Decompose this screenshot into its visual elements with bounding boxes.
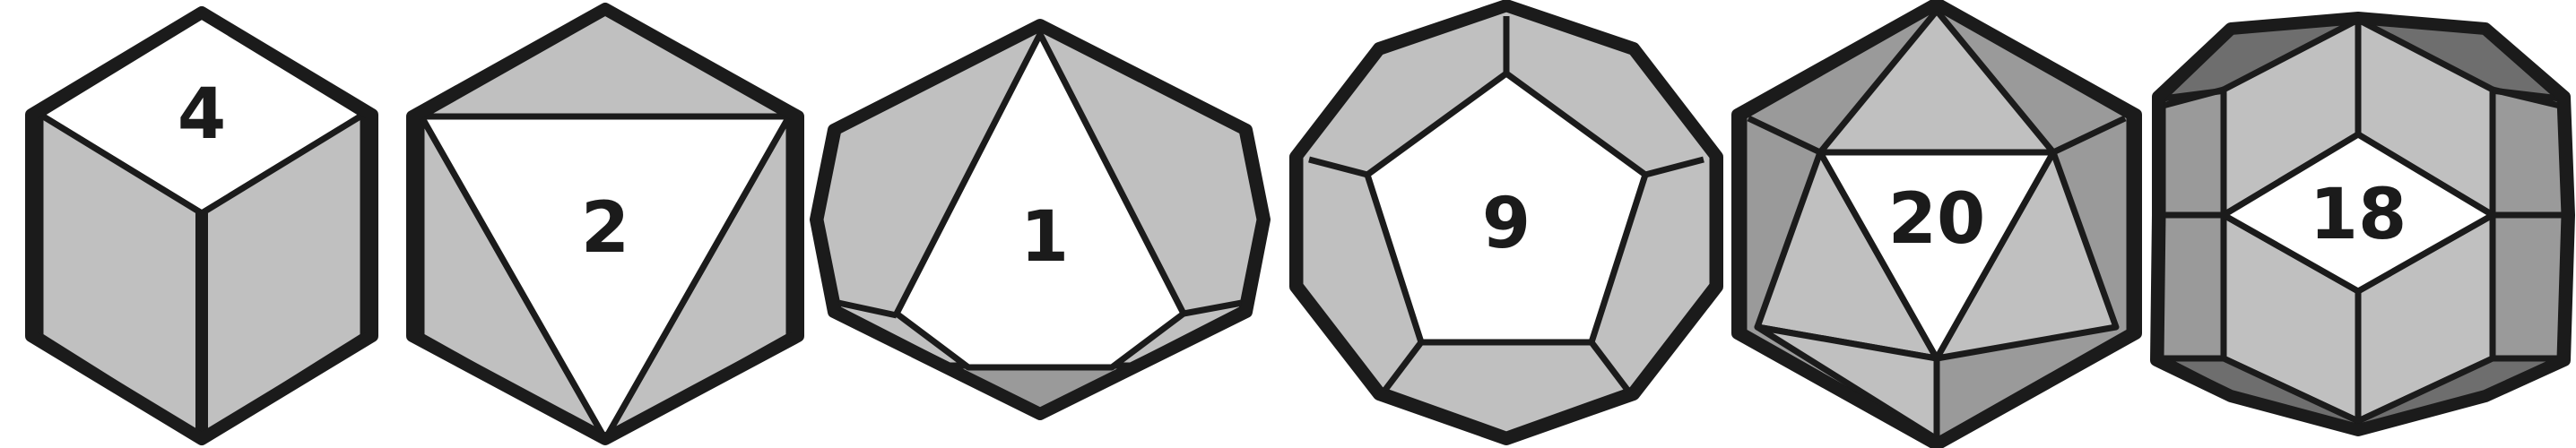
d20-number: 20	[1888, 179, 1986, 260]
d8-number: 1	[1020, 197, 1069, 278]
d18-outline	[2150, 12, 2575, 436]
d18-edge-left-top	[2162, 86, 2225, 109]
d18-number: 18	[2310, 175, 2407, 255]
d12-outline	[1289, 0, 1723, 445]
d8-right-edge	[1183, 299, 1243, 317]
d12-edge-bottom-right	[1589, 340, 1630, 392]
d8-bottom-face	[938, 362, 1142, 416]
d12-edge-left	[1308, 156, 1368, 178]
d8-left-edge	[837, 299, 898, 319]
d18-front-face	[2220, 131, 2496, 295]
d12-edge-bottom-left	[1383, 340, 1424, 392]
d12-number: 9	[1482, 184, 1531, 264]
d20-edge-tl	[1747, 115, 1822, 156]
d20-die: 20	[1731, 0, 2142, 448]
d8-outline	[810, 19, 1271, 420]
d18-edge-right-top	[2492, 86, 2561, 109]
d20-outline	[1731, 0, 2142, 448]
d6-number: 4	[178, 74, 226, 155]
d6-die: 4	[25, 6, 378, 445]
d12-die: 9	[1289, 0, 1723, 445]
d8-front-face	[893, 30, 1187, 371]
d4-number: 2	[581, 188, 629, 269]
d18-die: 18	[2150, 12, 2575, 436]
d8-die: 1	[810, 19, 1271, 420]
d4-front-face	[418, 113, 793, 443]
d6-outline	[25, 6, 378, 445]
d12-front-face	[1364, 70, 1649, 346]
d4-top-face	[418, 9, 793, 120]
d4-outline	[406, 3, 804, 445]
d20-edge-tr	[2051, 115, 2127, 156]
d12-edge-right	[1644, 156, 1704, 178]
d4-die: 2	[406, 3, 804, 445]
d20-front-face	[1817, 149, 2057, 362]
